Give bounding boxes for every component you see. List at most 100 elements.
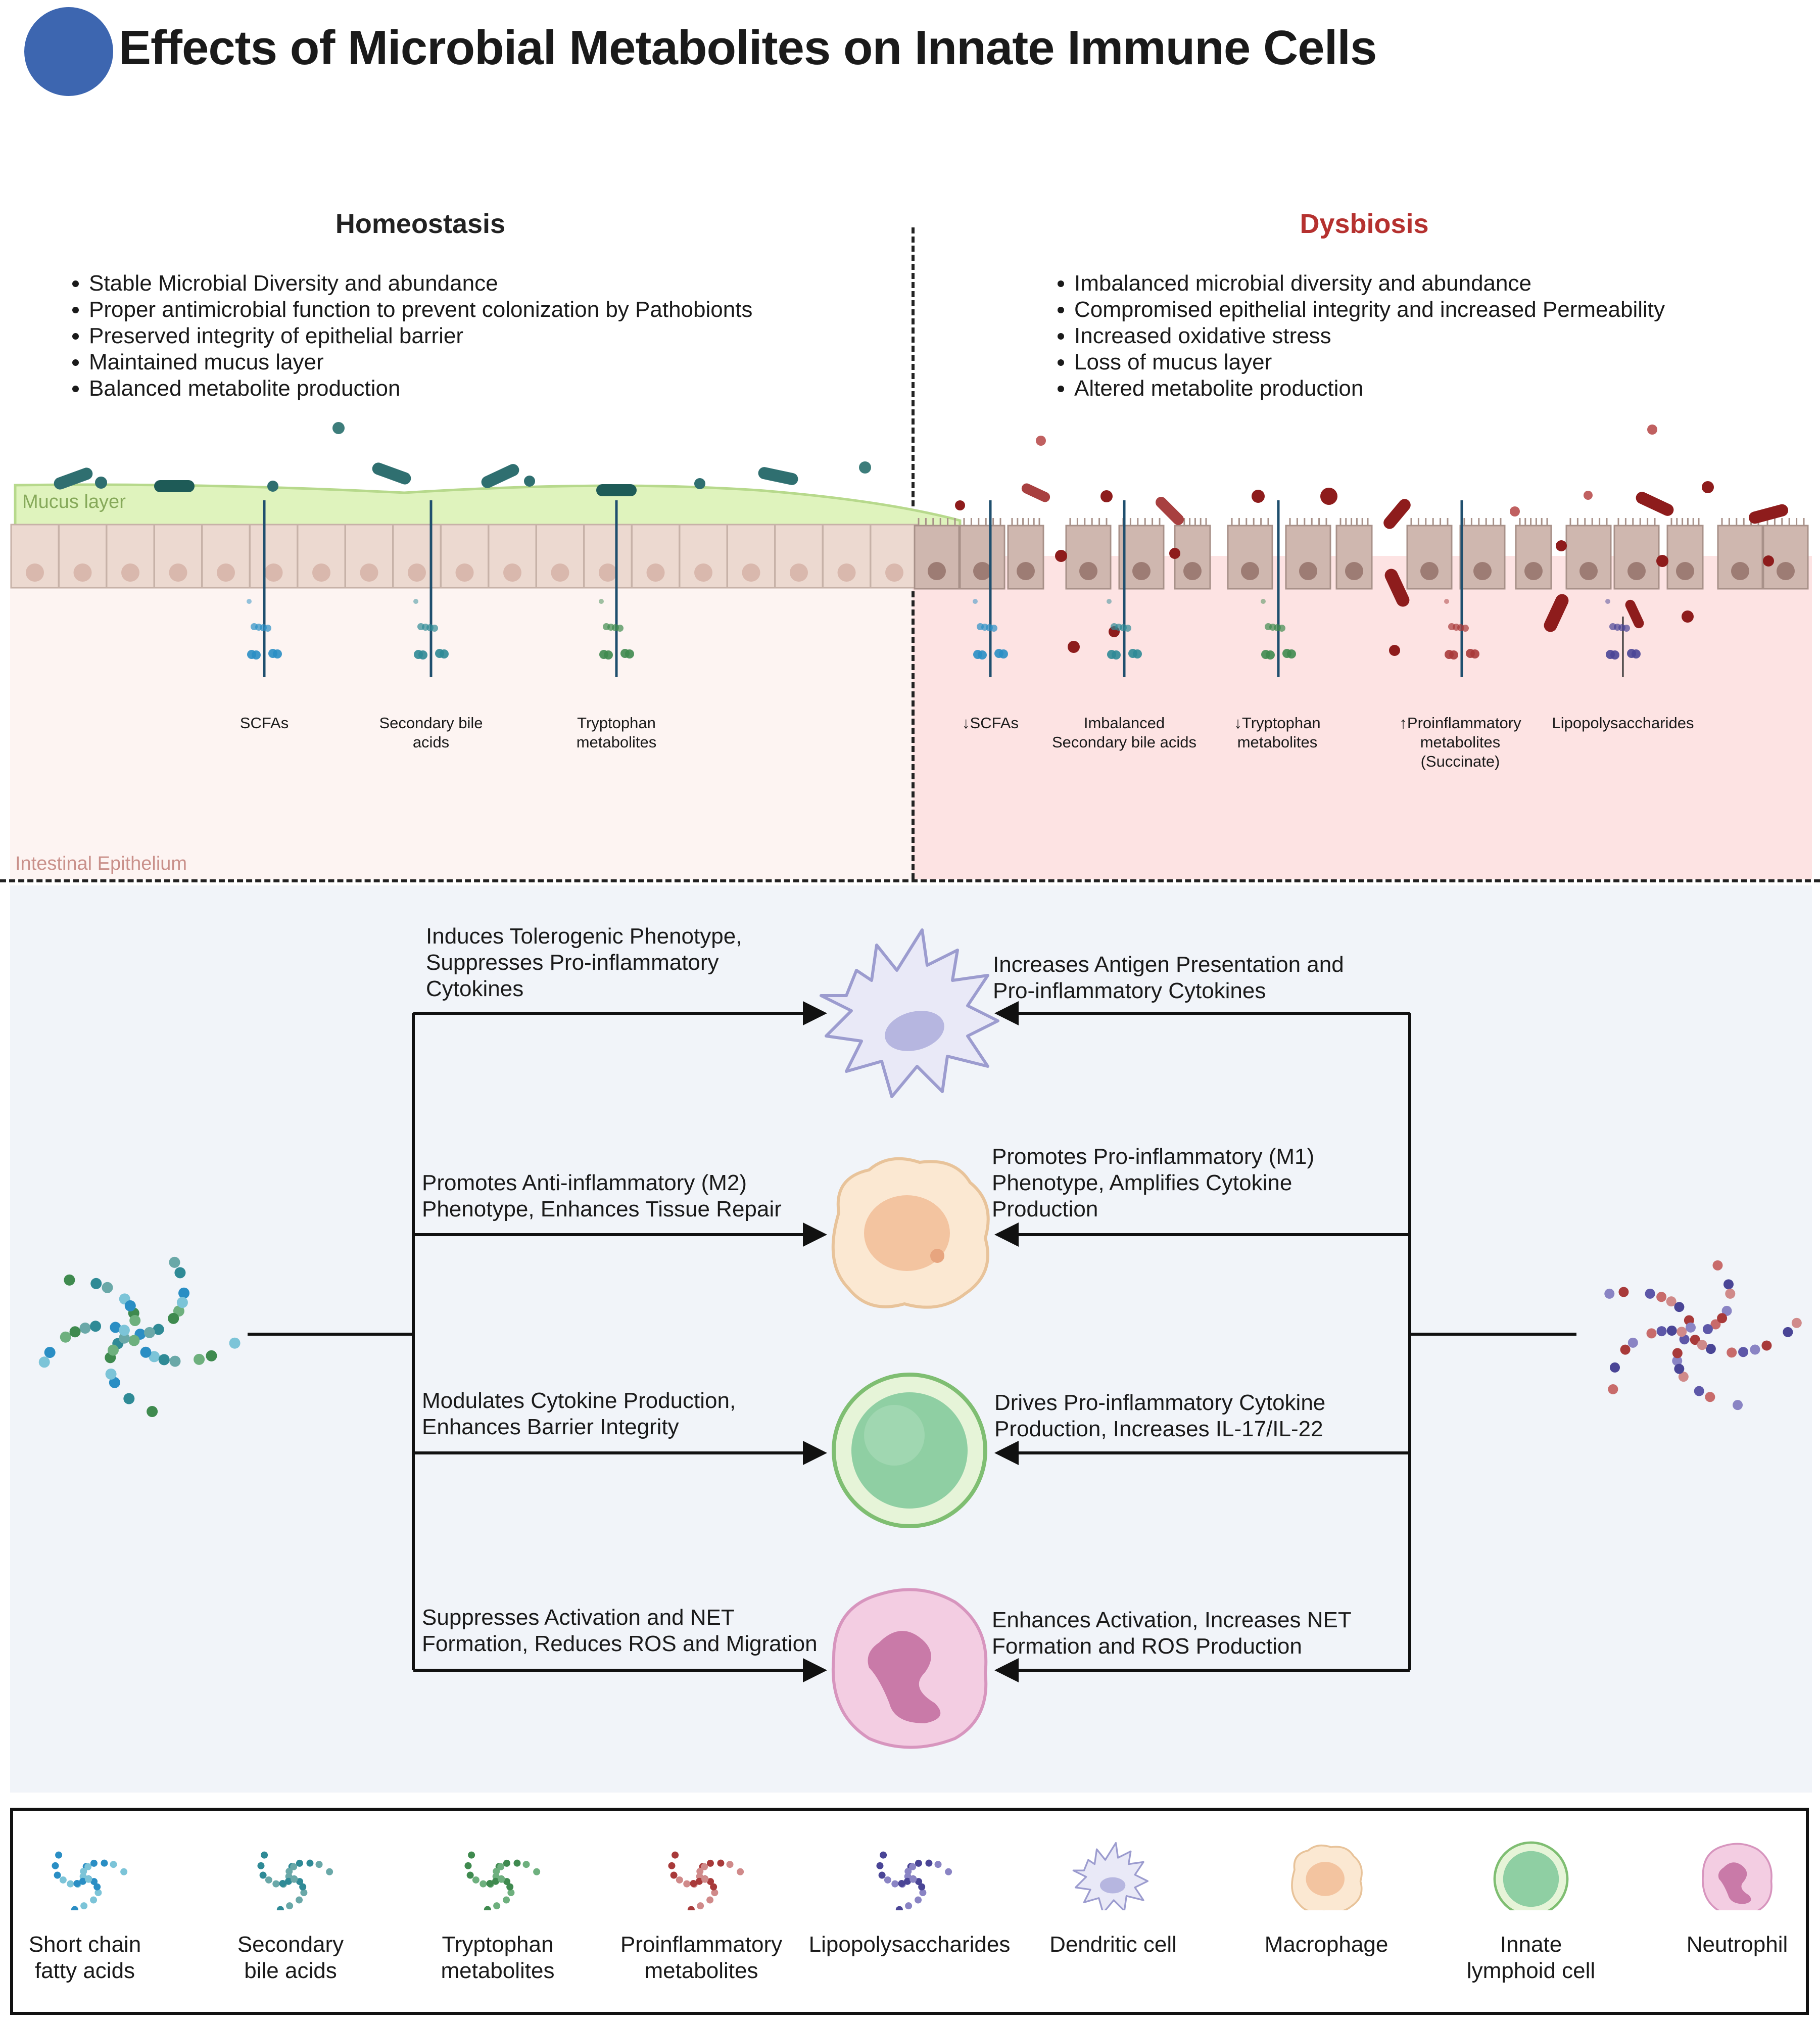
effect-macrophage-dysbiosis: Promotes Pro-inflammatory (M1) Phenotype… (992, 1144, 1315, 1221)
metabolite-dot (414, 650, 423, 659)
epithelial-cell (1227, 525, 1273, 590)
metabolite-dot (1444, 599, 1449, 604)
legend-dot (904, 1867, 912, 1875)
legend-neutrophil-icon (1702, 1843, 1773, 1910)
legend-dot (909, 1863, 917, 1870)
nucleus (551, 563, 569, 582)
bacterium-icon (95, 477, 107, 489)
legend-dot (259, 1871, 267, 1879)
metabolite-dot (1761, 1340, 1772, 1351)
effect-neutrophil-homeostasis: Suppresses Activation and NET Formation,… (422, 1605, 818, 1656)
legend-dot (690, 1879, 697, 1887)
metabolite-dot (1725, 1288, 1736, 1299)
legend-dot (279, 1879, 286, 1887)
nucleus (169, 563, 187, 582)
metabolite-dot (90, 1321, 102, 1332)
effect-ilc-homeostasis: Modulates Cytokine Production, Enhances … (422, 1388, 736, 1439)
effect-macrophage-homeostasis: Promotes Anti-inflammatory (M2) Phenotyp… (422, 1170, 782, 1221)
metabolite-dot (105, 1368, 117, 1380)
metabolite-dot (90, 1278, 102, 1289)
metabolite-dot (140, 1346, 152, 1358)
legend-dot (925, 1859, 933, 1867)
page-title: Effects of Microbial Metabolites on Inna… (119, 21, 1377, 75)
innate-lymphoid-cell-icon (832, 1373, 987, 1528)
metabolite-dot (1738, 1347, 1749, 1357)
legend-dot (286, 1902, 294, 1910)
metabolite-dot (1627, 649, 1636, 658)
bacterium-icon (1100, 490, 1113, 502)
legend-dot (707, 1878, 714, 1886)
legend-dot (533, 1868, 541, 1875)
mucus-layer-label: Mucus layer (22, 491, 126, 512)
legend-dot (493, 1867, 500, 1875)
metabolite-dot (1677, 1327, 1687, 1337)
legend-dot (522, 1861, 530, 1868)
metabolite-dot (102, 1282, 113, 1293)
bacterium-icon (481, 464, 519, 488)
legend-dot (90, 1896, 98, 1904)
nucleus (26, 563, 44, 582)
nucleus (1345, 562, 1363, 580)
nucleus (1183, 562, 1202, 580)
metabolite-dot (1261, 650, 1270, 659)
legend-dot (915, 1859, 922, 1867)
legend-dot (101, 1859, 108, 1867)
bacterium-icon (1320, 488, 1337, 505)
metabolite-dot (1107, 650, 1116, 659)
metabolite-dot (168, 1312, 179, 1324)
metabolite-dot (973, 599, 978, 604)
legend-dot (945, 1868, 952, 1875)
metabolite-dot (1609, 623, 1616, 630)
bacterium-icon (1252, 490, 1265, 503)
metabolite-dot (178, 1287, 190, 1299)
metabolite-dot (107, 1344, 119, 1356)
nucleus (742, 563, 760, 582)
metabolite-dot (147, 1406, 158, 1418)
metabolite-dot (110, 1322, 121, 1333)
intestinal-epithelium-label: Intestinal Epithelium (15, 853, 187, 874)
horizontal-divider (0, 879, 1820, 882)
legend-dot (909, 1875, 917, 1883)
bacterium-icon (1156, 497, 1184, 525)
metabolite-dot (599, 599, 604, 604)
legend-dot (503, 1878, 511, 1886)
legend-dot (507, 1889, 515, 1897)
legend-label-dendritic: Dendritic cell (1049, 1932, 1177, 1957)
metabolite-dot (194, 1353, 205, 1365)
legend-dot (498, 1875, 505, 1883)
bacterium-icon (54, 467, 93, 490)
list-item: Maintained mucus layer (89, 349, 752, 375)
legend-dot (80, 1867, 87, 1875)
legend-dot (710, 1883, 717, 1891)
metabolite-dot (1674, 1302, 1685, 1312)
nucleus (973, 562, 991, 580)
metabolite-dot (1606, 650, 1615, 659)
metabolite-dot (229, 1337, 241, 1349)
nucleus (217, 563, 235, 582)
metabolite-dot (1791, 1318, 1802, 1328)
metabolite-dot (1690, 1335, 1700, 1345)
connector-lines (38, 928, 1802, 1749)
legend-dot (492, 1877, 499, 1885)
legend-dot (687, 1906, 695, 1910)
nucleus (1241, 562, 1259, 580)
legend-dot (480, 1880, 487, 1888)
metabolite-dot (1466, 649, 1475, 658)
legend-dot (80, 1902, 88, 1910)
nucleus (885, 563, 903, 582)
legend-dot (93, 1883, 101, 1891)
nucleus (1731, 562, 1749, 580)
legend-dot (257, 1862, 265, 1869)
legend-dot (300, 1889, 308, 1897)
bacterium-icon (596, 484, 637, 496)
legend-dot (272, 1880, 280, 1888)
metabolite-dot (1128, 649, 1137, 658)
metabolite-dot (129, 1315, 141, 1327)
metabolite-dot (118, 1332, 130, 1344)
legend-dot (284, 1877, 292, 1885)
metabolite-dot (1672, 1348, 1683, 1358)
metabolite-dot (603, 623, 610, 630)
legend-dot (290, 1863, 298, 1870)
metabolite-dot (206, 1350, 217, 1361)
